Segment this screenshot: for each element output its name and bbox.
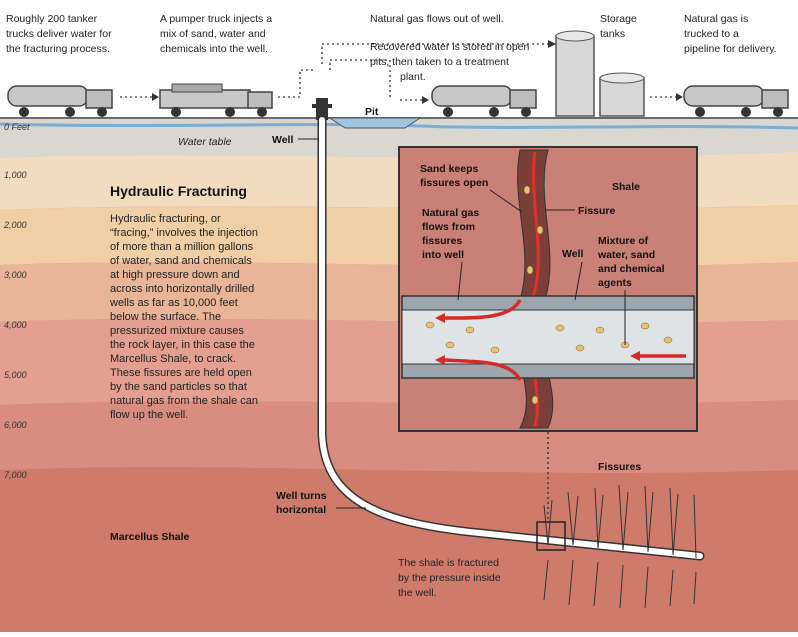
tanker-truck-2 — [431, 85, 537, 117]
zoom-box — [536, 521, 566, 551]
depth-3000: 3,000 — [4, 270, 27, 280]
depth-2000: 2,000 — [3, 220, 27, 230]
flow-arrows — [120, 43, 676, 101]
well-head — [312, 98, 332, 120]
water-table-label: Water table — [178, 136, 232, 148]
pit-shape — [328, 117, 422, 129]
marcellus-label: Marcellus Shale — [110, 531, 190, 543]
shale-inset-label: Shale — [612, 181, 640, 193]
depth-5000: 5,000 — [4, 370, 27, 380]
depth-6000: 6,000 — [4, 420, 27, 430]
article-body: Hydraulic fracturing, or “fracing,” invo… — [109, 213, 261, 421]
tanker-truck-1 — [7, 85, 113, 117]
well-pipe — [319, 117, 703, 559]
storage-tanks — [555, 30, 645, 117]
well-label: Well — [272, 134, 293, 146]
fissures-label: Fissures — [598, 461, 641, 473]
depth-scale: 0 Feet 1,000 2,000 3,000 4,000 5,000 6,0… — [3, 122, 30, 480]
tanker-truck-3 — [683, 85, 789, 117]
depth-4000: 4,000 — [4, 320, 27, 330]
depth-0: 0 Feet — [4, 122, 30, 132]
depth-1000: 1,000 — [4, 170, 27, 180]
arrowheads — [152, 40, 683, 104]
gas-flow-caption: Natural gas flows out of well. — [370, 13, 504, 25]
inset-leaders — [457, 189, 626, 345]
article-title: Hydraulic Fracturing — [110, 183, 247, 199]
well-inset-label: Well — [562, 248, 583, 260]
water-table-line — [0, 122, 798, 130]
inset-panel — [398, 146, 698, 432]
pumper-truck — [159, 83, 273, 117]
pit-label: Pit — [365, 106, 379, 118]
fissure-label: Fissure — [578, 205, 616, 217]
depth-7000: 7,000 — [4, 470, 27, 480]
